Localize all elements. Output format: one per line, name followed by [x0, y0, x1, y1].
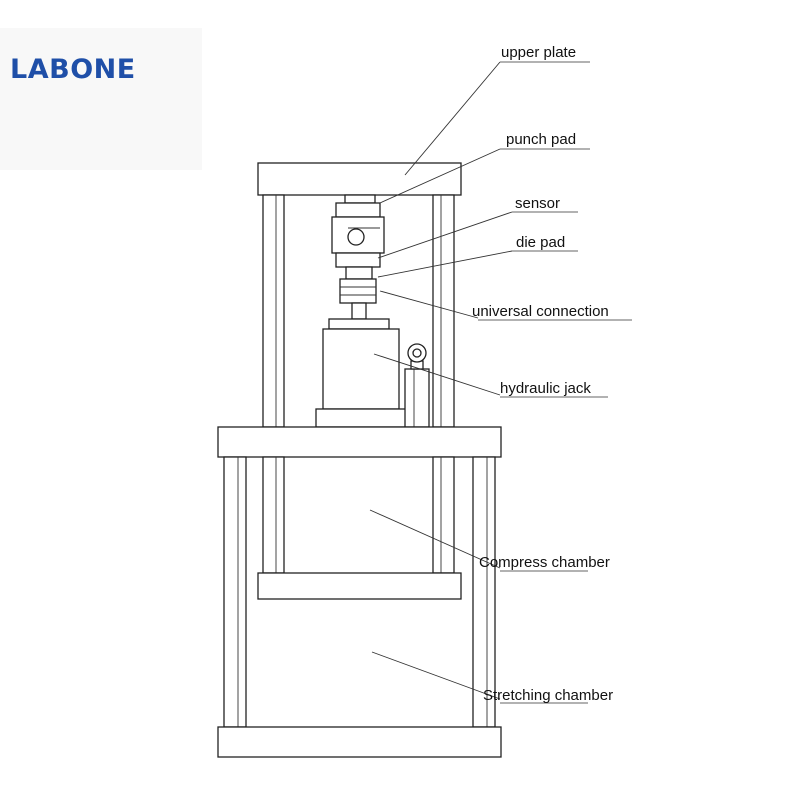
- logo-text-lab: LAB: [10, 54, 71, 85]
- jack-head: [328, 318, 390, 330]
- punch-pad-stem: [344, 194, 376, 204]
- left-upper-column: [262, 194, 285, 428]
- labone-logo: LABONE: [10, 56, 136, 83]
- right-upper-column: [432, 194, 455, 428]
- sensor-ring: [347, 228, 365, 246]
- die-pad: [335, 252, 381, 268]
- leader-hydraulic-jack: [373, 353, 501, 396]
- leader-upper-plate: [404, 61, 501, 176]
- label-sensor: sensor: [515, 195, 560, 212]
- hydraulic-jack: [322, 328, 400, 410]
- leader-universal-connection: [379, 290, 479, 319]
- label-punch-pad: punch pad: [506, 131, 576, 148]
- leader-stretching-chamber: [371, 651, 501, 700]
- jack-ram: [351, 302, 367, 320]
- leader-punch-pad: [379, 148, 501, 204]
- jack-base: [315, 408, 408, 428]
- right-inner-column: [432, 456, 455, 574]
- universal-connection: [339, 278, 377, 304]
- label-die-pad: die pad: [516, 234, 565, 251]
- leader-die-pad: [377, 250, 513, 278]
- logo-background: [0, 28, 202, 170]
- label-upper-plate: upper plate: [501, 44, 576, 61]
- sensor: [331, 216, 385, 254]
- leader-compress-chamber: [369, 509, 501, 569]
- moving-plate: [257, 572, 462, 600]
- label-universal-connection: universal connection: [472, 303, 609, 320]
- left-inner-column: [262, 456, 285, 574]
- label-compress-chamber: Compress chamber: [479, 554, 610, 571]
- jack-release-ring-inner: [412, 348, 422, 358]
- label-hydraulic-jack: hydraulic jack: [500, 380, 591, 397]
- logo-text-ne: NE: [93, 54, 136, 85]
- left-lower-column: [223, 456, 247, 728]
- leader-sensor: [377, 211, 513, 259]
- base-plate: [217, 726, 502, 758]
- die-pad-stem: [345, 266, 373, 280]
- logo-text-o-flask: O: [70, 54, 94, 85]
- punch-pad: [335, 202, 381, 218]
- upper-plate: [257, 162, 462, 196]
- label-stretching-chamber: Stretching chamber: [483, 687, 613, 704]
- jack-pump: [404, 368, 430, 428]
- middle-plate: [217, 426, 502, 458]
